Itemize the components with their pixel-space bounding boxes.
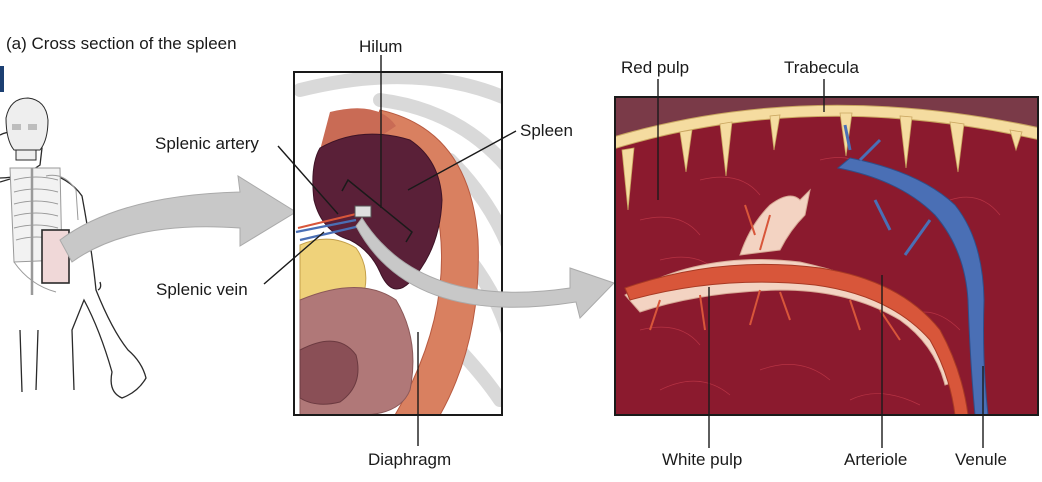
red-pulp-label: Red pulp (621, 58, 690, 77)
white-pulp-label: White pulp (662, 450, 743, 469)
hilum-label: Hilum (359, 37, 403, 56)
splenic-artery-label: Splenic artery (155, 134, 259, 153)
leader-lines (263, 55, 984, 448)
arteriole-label: Arteriole (844, 450, 908, 469)
tissue-panel-frame (614, 96, 1039, 416)
splenic-vein-label: Splenic vein (156, 280, 248, 299)
hilum-bracket (341, 178, 413, 243)
skull (5, 97, 49, 161)
diaphragm-label: Diaphragm (368, 450, 452, 469)
arrow-to-tissue-view (355, 217, 615, 319)
figure-caption: (a) Cross section of the spleen (6, 34, 237, 53)
arrow-to-organ-view (59, 175, 297, 263)
spleen-label: Spleen (520, 121, 573, 140)
left-frame-mark (0, 66, 4, 92)
trabecula-label: Trabecula (784, 58, 859, 77)
venule-label: Venule (955, 450, 1007, 469)
tissue-panel-content (615, 97, 1038, 415)
organ-panel-content (294, 72, 502, 415)
organ-panel-frame (293, 71, 503, 416)
